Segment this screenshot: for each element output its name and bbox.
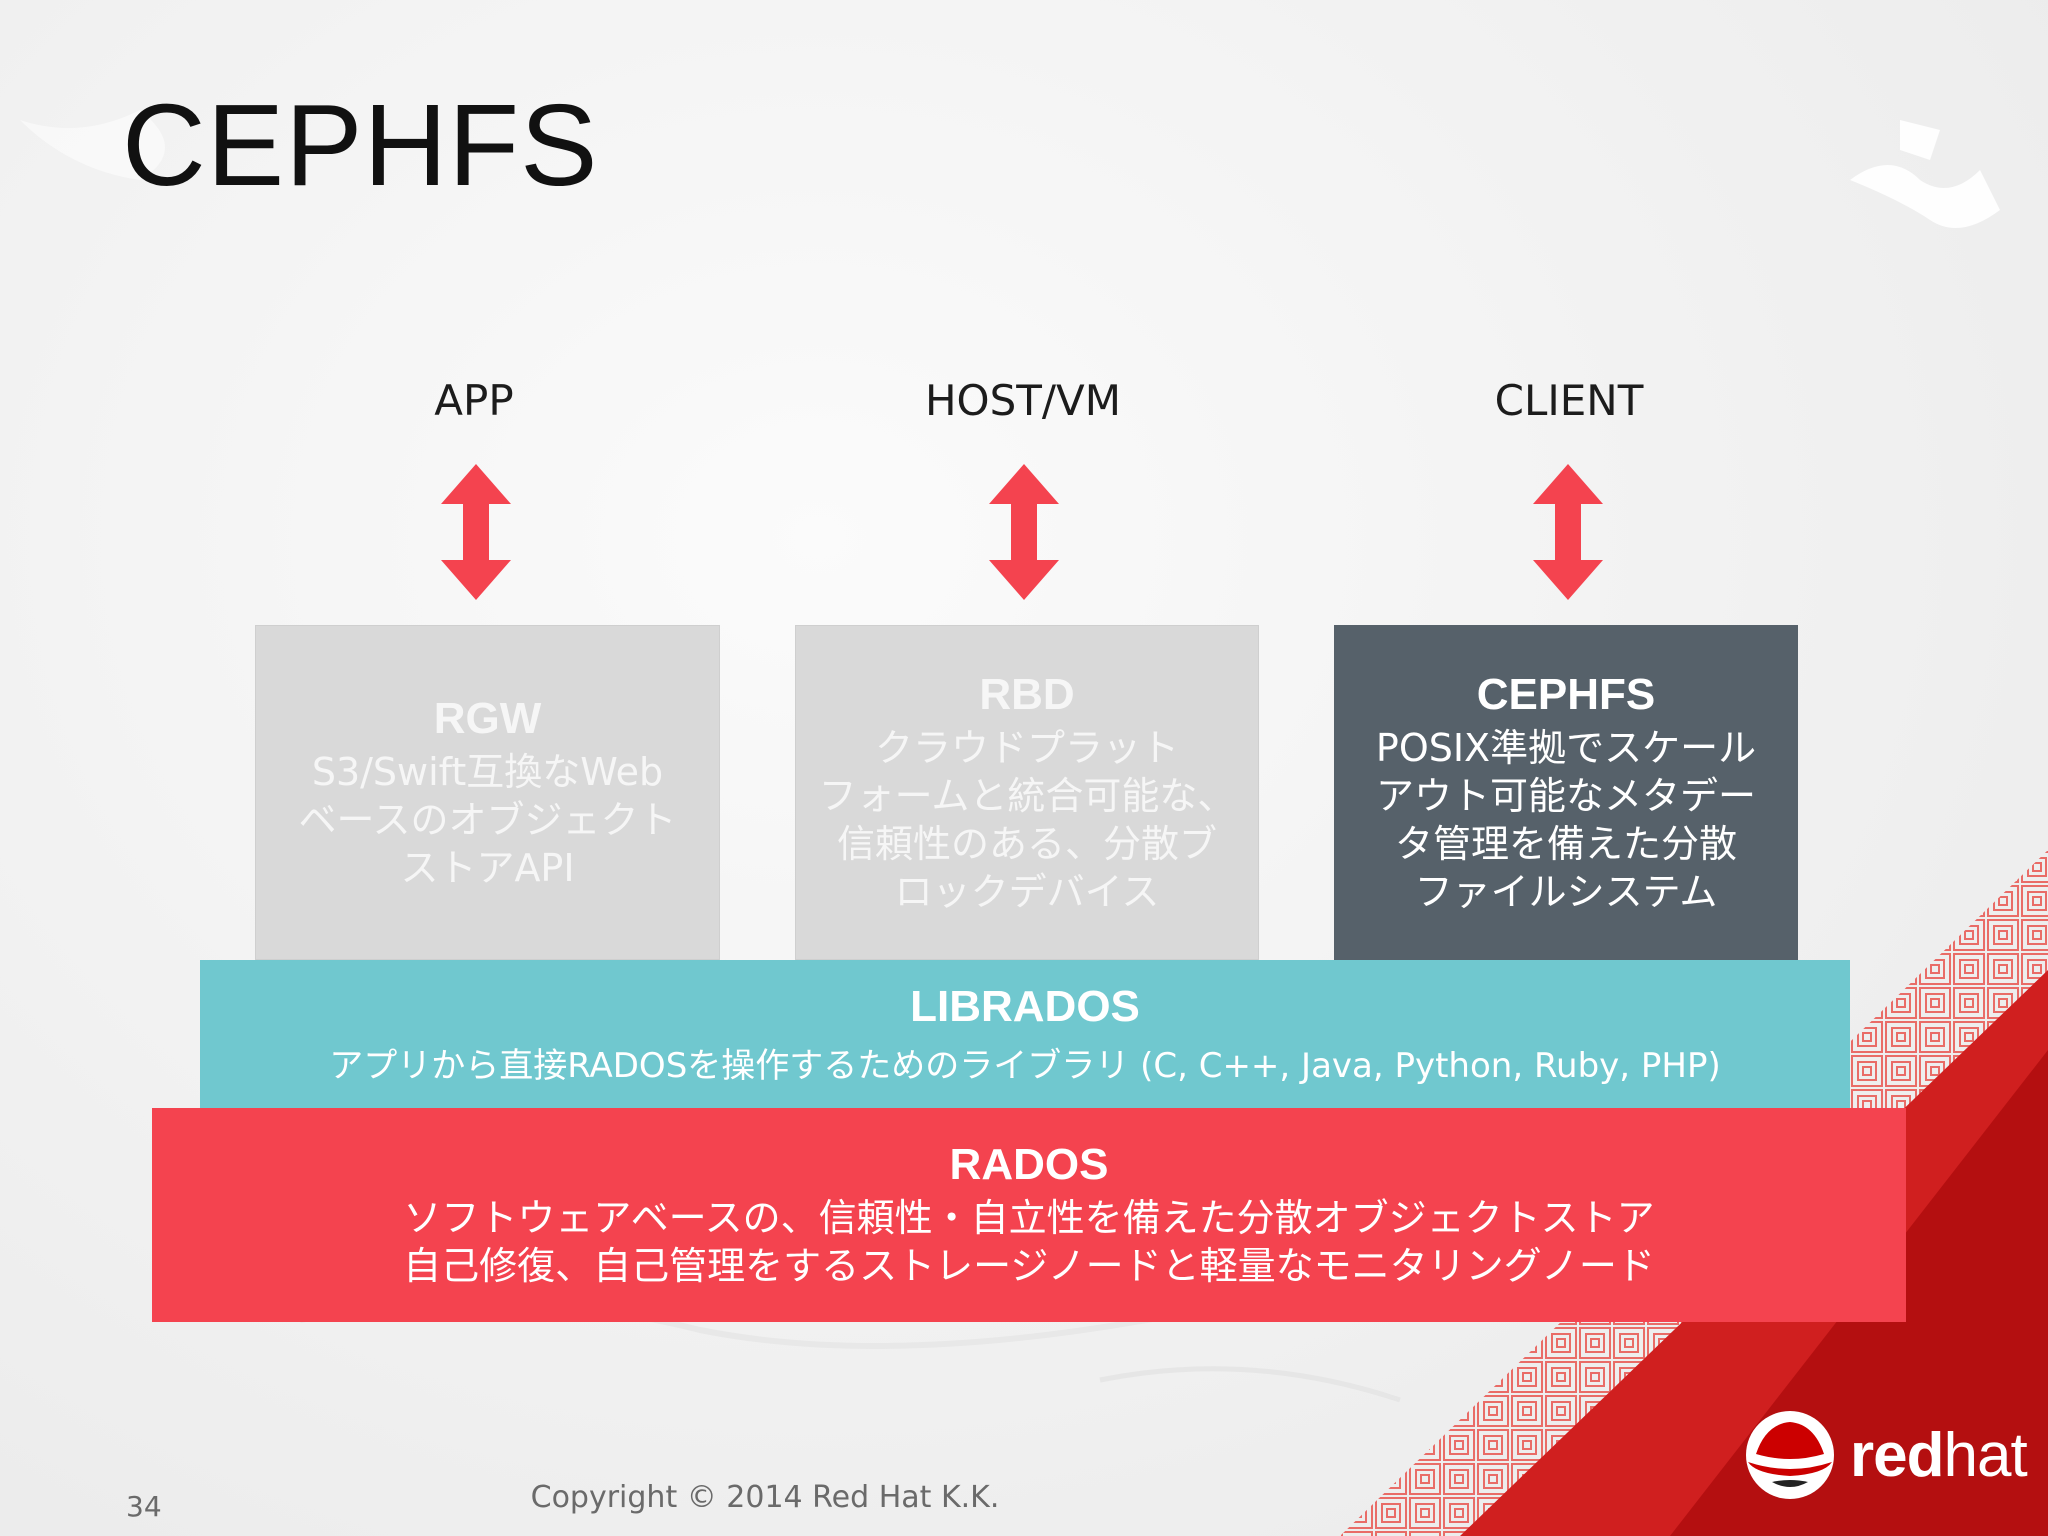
desc-line: 信頼性のある、分散ブ bbox=[836, 821, 1217, 866]
rados-layer: RADOS ソフトウェアベースの、信頼性・自立性を備えた分散オブジェクトストア … bbox=[152, 1108, 1906, 1322]
component-desc: S3/Swift互換なWeb ベースのオブジェクト ストアAPI bbox=[274, 748, 701, 892]
double-arrow-icon bbox=[1533, 464, 1603, 600]
desc-line: タ管理を備えた分散 bbox=[1394, 821, 1737, 866]
component-title: RBD bbox=[979, 669, 1075, 719]
redhat-logo-icon bbox=[1746, 1411, 1834, 1499]
component-desc: POSIX準拠でスケール アウト可能なメタデー タ管理を備えた分散 ファイルシス… bbox=[1352, 724, 1780, 916]
redhat-wordmark: redhat bbox=[1850, 1420, 2028, 1491]
slide-title: CEPHFS bbox=[122, 80, 599, 210]
desc-line: ソフトウェアベースの、信頼性・自立性を備えた分散オブジェクトストア bbox=[403, 1196, 1655, 1240]
layer-label-host-vm: HOST/VM bbox=[924, 376, 1122, 425]
librados-layer: LIBRADOS アプリから直接RADOSを操作するためのライブラリ (C, C… bbox=[200, 960, 1850, 1108]
desc-line: ベースのオブジェクト bbox=[298, 797, 677, 842]
librados-title: LIBRADOS bbox=[910, 981, 1140, 1031]
desc-line: 自己修復、自己管理をするストレージノードと軽量なモニタリングノード bbox=[403, 1244, 1655, 1288]
layer-label-client: CLIENT bbox=[1494, 376, 1644, 425]
desc-line: ロックデバイス bbox=[894, 869, 1160, 914]
component-rbd: RBD クラウドプラット フォームと統合可能な、 信頼性のある、分散ブ ロックデ… bbox=[795, 625, 1259, 960]
desc-line: クラウドプラット bbox=[874, 725, 1179, 770]
component-desc: クラウドプラット フォームと統合可能な、 信頼性のある、分散ブ ロックデバイス bbox=[814, 724, 1240, 916]
layer-label-app: APP bbox=[434, 376, 514, 425]
component-title: RGW bbox=[433, 693, 542, 743]
double-arrow-icon bbox=[441, 464, 511, 600]
desc-line: ストアAPI bbox=[400, 845, 575, 890]
librados-desc: アプリから直接RADOSを操作するためのライブラリ (C, C++, Java,… bbox=[329, 1045, 1721, 1086]
page-number: 34 bbox=[126, 1490, 162, 1523]
component-title: CEPHFS bbox=[1476, 669, 1656, 719]
rados-desc: ソフトウェアベースの、信頼性・自立性を備えた分散オブジェクトストア 自己修復、自… bbox=[152, 1194, 1906, 1290]
component-rgw: RGW S3/Swift互換なWeb ベースのオブジェクト ストアAPI bbox=[255, 625, 720, 960]
copyright-text: Copyright © 2014 Red Hat K.K. bbox=[530, 1480, 1000, 1515]
desc-line: POSIX準拠でスケール bbox=[1375, 725, 1757, 770]
desc-line: フォームと統合可能な、 bbox=[818, 773, 1236, 818]
logo-word-hat: hat bbox=[1943, 1421, 2027, 1490]
desc-line: S3/Swift互換なWeb bbox=[311, 749, 664, 794]
logo-word-red: red bbox=[1850, 1421, 1944, 1490]
double-arrow-icon bbox=[989, 464, 1059, 600]
rados-title: RADOS bbox=[949, 1140, 1109, 1189]
desc-line: アウト可能なメタデー bbox=[1375, 773, 1756, 818]
desc-line: ファイルシステム bbox=[1414, 869, 1718, 914]
component-cephfs: CEPHFS POSIX準拠でスケール アウト可能なメタデー タ管理を備えた分散… bbox=[1334, 625, 1798, 960]
